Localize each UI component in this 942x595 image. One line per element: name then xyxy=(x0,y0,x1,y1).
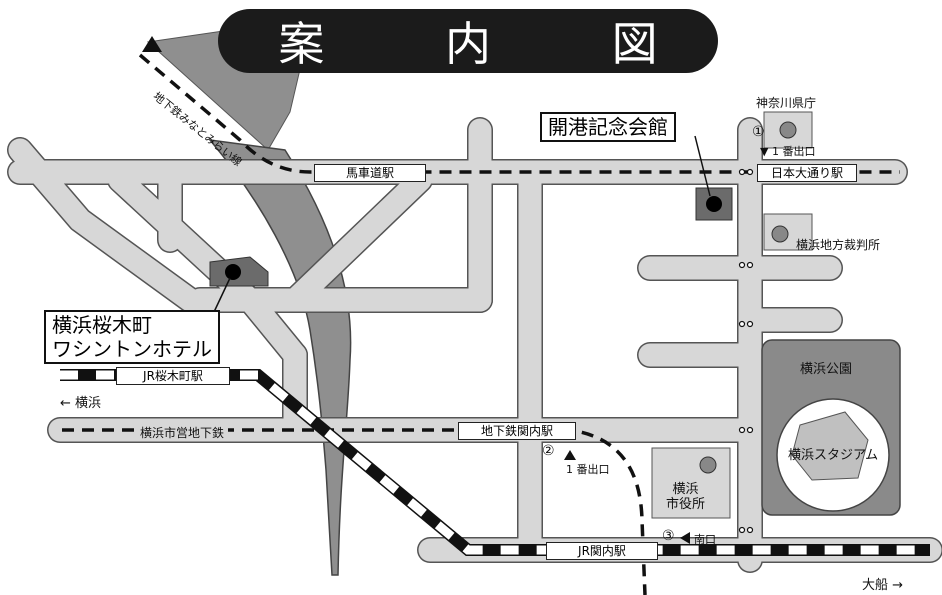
exit3-number: ③ xyxy=(662,528,675,544)
kaikou-callout: 開港記念会館 xyxy=(540,112,676,142)
exit1-label: ▼ 1 番出口 xyxy=(760,145,816,158)
hotel-callout: 横浜桜木町 ワシントンホテル xyxy=(44,310,220,364)
hotel-dot xyxy=(225,264,241,280)
direction-ofuna: 大船 → xyxy=(862,578,904,593)
court-label: 横浜地方裁判所 xyxy=(796,238,881,252)
kaikou-dot xyxy=(706,196,722,212)
municipal-line-label: 横浜市営地下鉄 xyxy=(136,424,229,441)
title-char-3: 図 xyxy=(611,17,658,71)
court-dot xyxy=(771,225,789,243)
title-char-1: 案 xyxy=(278,17,325,71)
park-label: 横浜公園 xyxy=(800,362,853,377)
exit2-marker-icon xyxy=(564,450,576,460)
exit3-label: 南口 xyxy=(694,533,716,546)
hotel-name-line1: 横浜桜木町 xyxy=(52,313,152,337)
entrance-markers xyxy=(738,168,754,534)
kenchou-dot xyxy=(779,121,797,139)
title-char-2: 内 xyxy=(444,17,491,71)
stadium-field xyxy=(791,411,869,481)
station-bashamichi: 馬車道駅 xyxy=(314,164,426,182)
north-arrow-icon xyxy=(142,36,162,52)
kaikou-pointer xyxy=(694,135,711,197)
hotel-name-line2: ワシントンホテル xyxy=(52,337,212,361)
cityhall-dot xyxy=(699,456,717,474)
kenchou-label: 神奈川県庁 xyxy=(756,96,817,110)
exit1-number: ① xyxy=(752,124,765,140)
river xyxy=(208,139,352,576)
cityhall-block xyxy=(651,447,731,519)
station-sakuragicho: JR桜木町駅 xyxy=(116,367,230,385)
cityhall-label: 横浜 市役所 xyxy=(666,482,705,512)
exit3-marker-icon xyxy=(680,532,690,544)
exit2-label: 1 番出口 xyxy=(566,463,610,476)
station-jr-kannai: JR関内駅 xyxy=(546,542,658,560)
direction-yokohama: ← 横浜 xyxy=(60,396,102,411)
hotel-pointer xyxy=(213,277,231,313)
cityhall-line2: 市役所 xyxy=(666,497,706,512)
cityhall-line1: 横浜 xyxy=(672,482,699,497)
stadium-label: 横浜スタジアム xyxy=(788,448,879,463)
station-nihonodori: 日本大通り駅 xyxy=(757,164,857,182)
station-kannai-subway: 地下鉄関内駅 xyxy=(458,422,576,440)
exit2-number: ② xyxy=(542,443,555,459)
subway-lines xyxy=(62,53,900,595)
map-title: 案 内 図 xyxy=(218,9,718,73)
